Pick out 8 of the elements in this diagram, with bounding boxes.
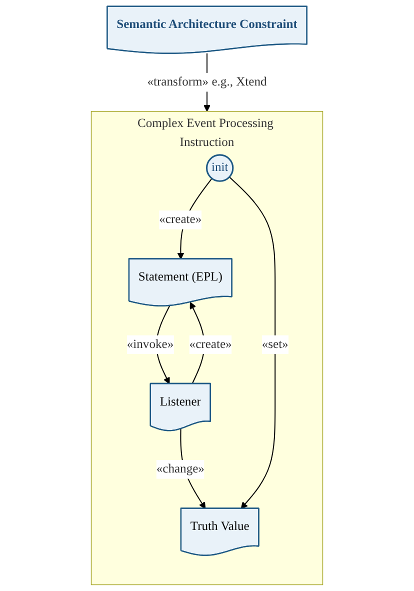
edge-label: «create»: [189, 338, 232, 351]
edge-label: «create»: [159, 212, 202, 226]
edge-label: «transform» e.g., Xtend: [147, 75, 267, 89]
edge-label: «change»: [156, 462, 204, 476]
edge-label: «invoke»: [126, 338, 174, 351]
edge-label: «set»: [262, 338, 288, 351]
arrow: [229, 176, 276, 509]
node-circle: init: [206, 154, 234, 182]
